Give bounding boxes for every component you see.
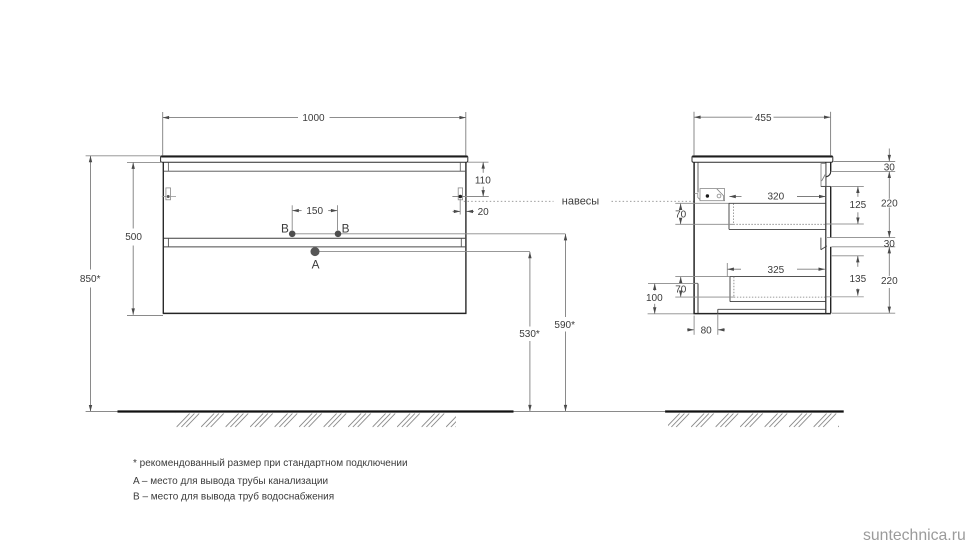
svg-text:B – место для вывода труб водо: B – место для вывода труб водоснабжения <box>133 491 334 503</box>
svg-text:70: 70 <box>675 210 687 221</box>
svg-text:150: 150 <box>306 206 323 217</box>
svg-text:220: 220 <box>881 198 898 209</box>
svg-text:30: 30 <box>884 239 896 250</box>
svg-text:1000: 1000 <box>302 113 325 124</box>
svg-text:suntechnica.ru: suntechnica.ru <box>863 527 966 544</box>
svg-text:20: 20 <box>478 207 490 218</box>
svg-text:135: 135 <box>849 274 866 285</box>
svg-text:320: 320 <box>767 191 784 202</box>
svg-text:80: 80 <box>701 326 713 337</box>
svg-text:навесы: навесы <box>562 195 600 207</box>
svg-text:325: 325 <box>768 265 785 276</box>
svg-text:A – место для вывода трубы кан: A – место для вывода трубы канализации <box>133 475 328 487</box>
svg-text:* рекомендованный размер при с: * рекомендованный размер при стандартном… <box>133 458 408 469</box>
svg-text:100: 100 <box>646 293 663 304</box>
svg-text:455: 455 <box>755 113 772 124</box>
svg-text:220: 220 <box>881 276 898 287</box>
svg-text:A: A <box>312 258 320 272</box>
svg-text:590*: 590* <box>554 320 575 331</box>
svg-text:B: B <box>281 222 289 236</box>
svg-text:B: B <box>342 222 350 236</box>
svg-text:125: 125 <box>850 200 867 211</box>
svg-text:110: 110 <box>475 175 491 186</box>
svg-text:70: 70 <box>675 285 687 296</box>
svg-text:530*: 530* <box>519 329 540 340</box>
svg-text:30: 30 <box>884 162 896 173</box>
svg-text:850*: 850* <box>80 274 101 285</box>
svg-text:500: 500 <box>125 232 142 243</box>
